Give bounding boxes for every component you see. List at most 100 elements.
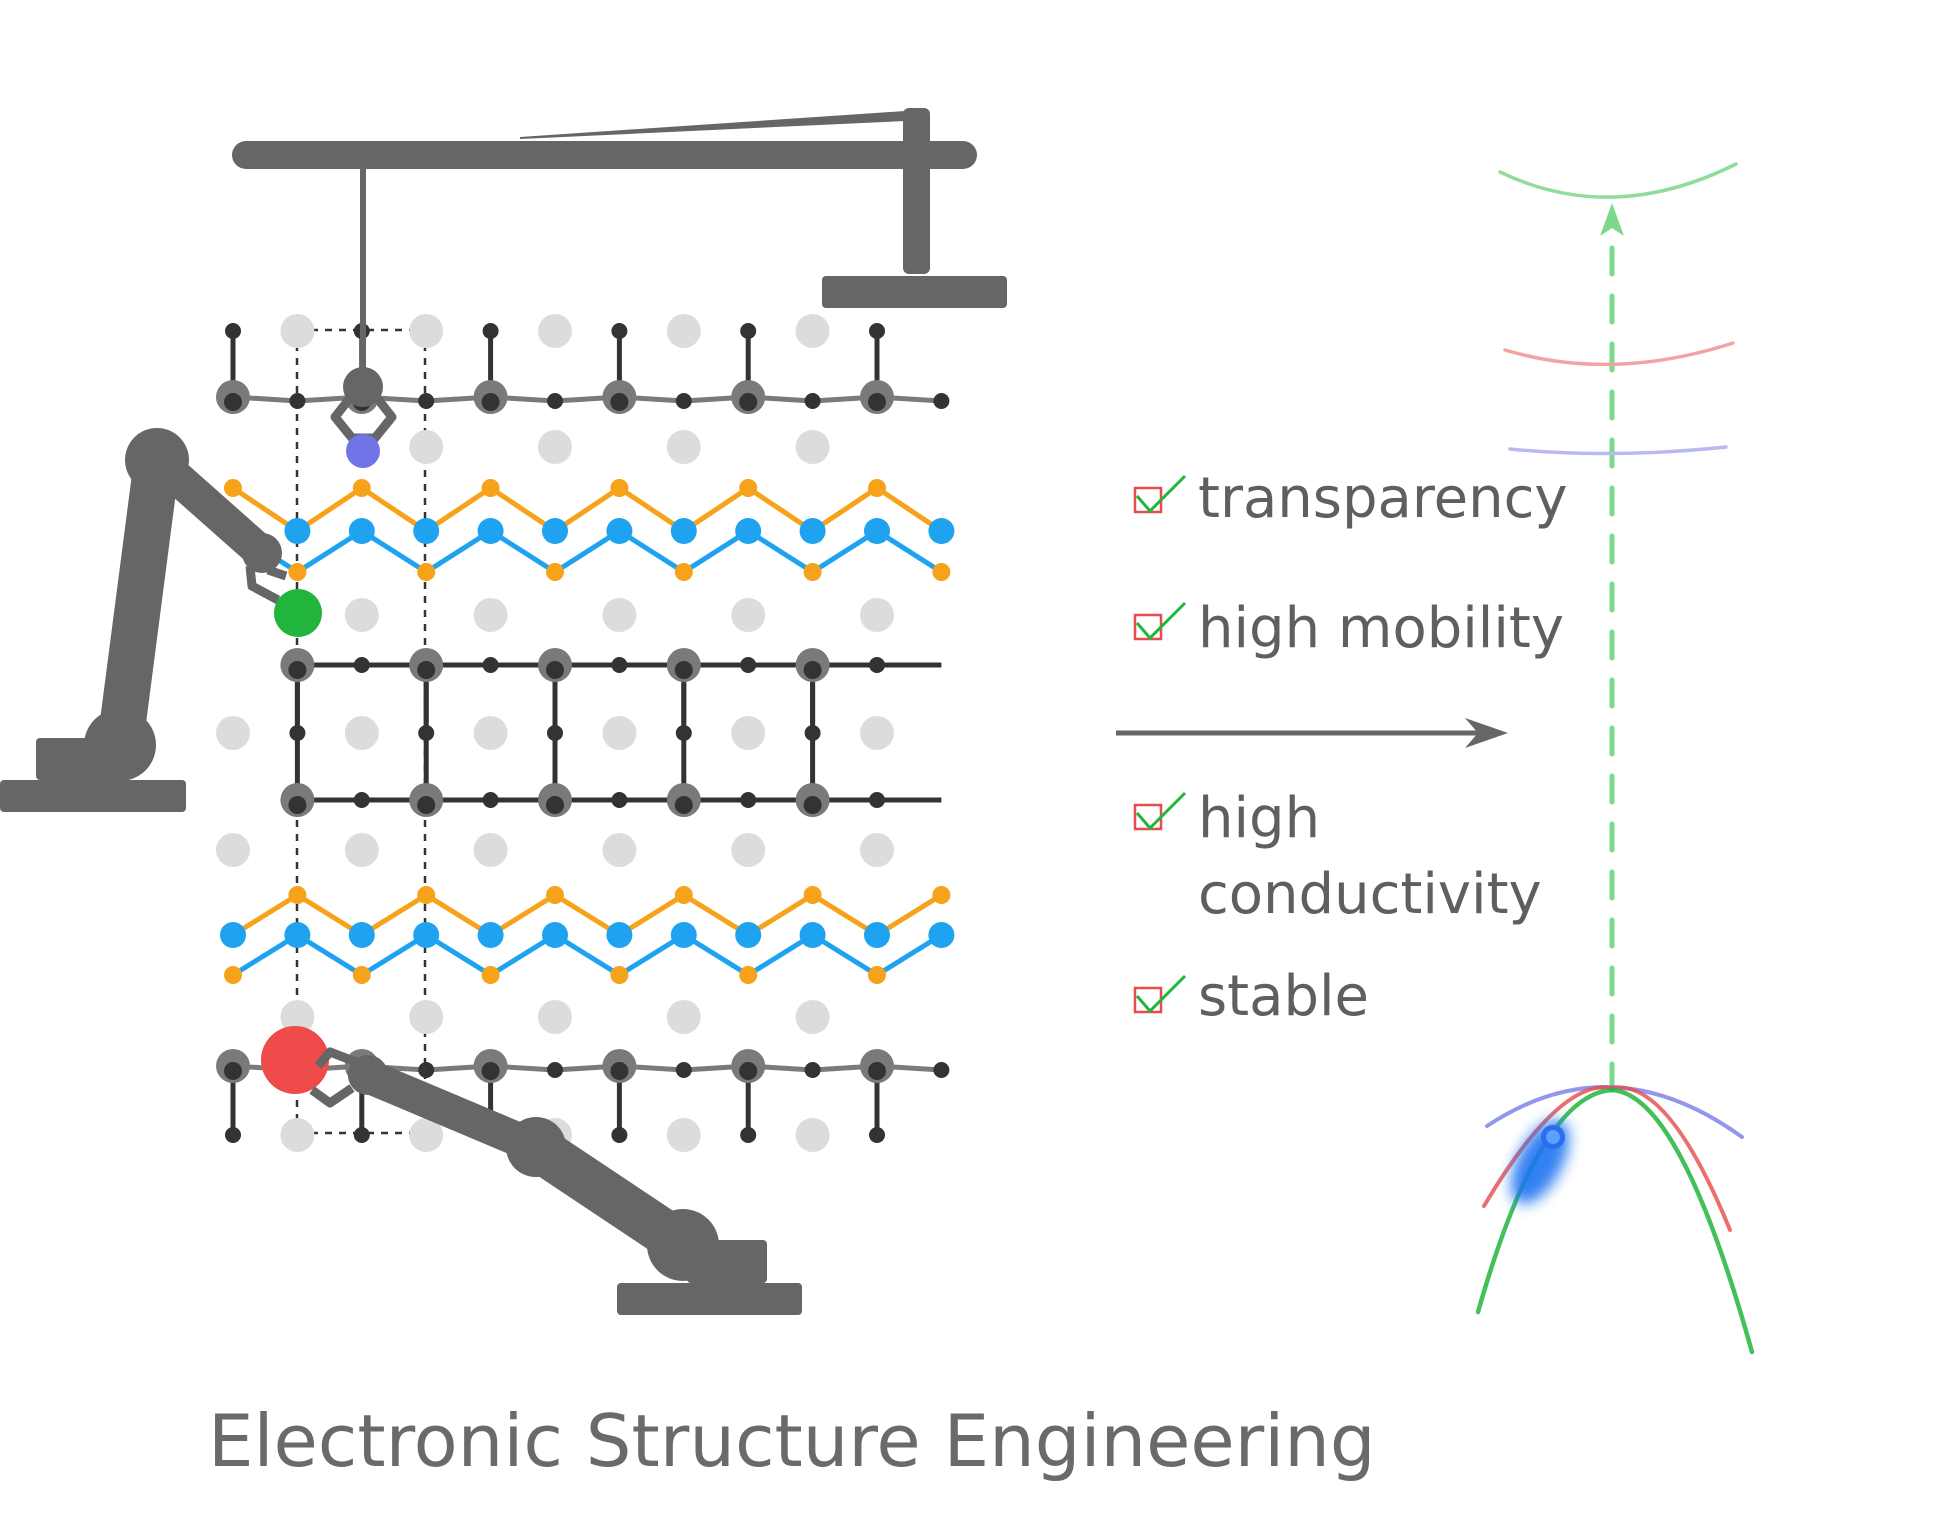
atom-blue [284,518,311,544]
atom-orange [352,479,371,497]
atom-blue [348,518,375,544]
atom-blue [348,922,375,948]
robot-arm-icon [0,428,288,812]
property-stable: stable [1133,964,1369,1029]
hole-carrier [1510,1120,1570,1204]
interlayer-atom [602,833,637,867]
atom-inner [288,796,307,814]
atom-inner [868,393,886,411]
atom-small [611,657,628,673]
robot-arm-icon [309,1047,802,1315]
atom-blue [477,922,504,948]
atom-blue [928,518,955,544]
layer-atoms [216,323,955,1143]
atom-blue [864,922,890,948]
conduction-band-red [1503,341,1735,367]
atom-orange [417,886,436,904]
interlayer-atom [731,598,766,632]
atom-orange [739,479,758,497]
atom-orange [288,563,307,581]
atom-small [482,323,499,339]
atom-small [289,393,306,409]
atom-small [804,725,821,741]
atom-inner [803,661,822,679]
atom-blue [735,518,762,544]
atom-blue [220,922,246,948]
atom-inner [739,393,758,411]
atom-small [804,393,821,409]
atom-orange [610,479,629,497]
bonds [230,331,943,1135]
check-icon [1135,474,1187,514]
atom-small [418,725,435,741]
interlayer-atom [795,1118,830,1152]
arrow-right-icon [1116,718,1508,748]
arrow-up-icon [1600,203,1624,236]
dopant-atom-green [274,589,322,637]
interlayer-atom [344,598,379,632]
interlayer-atom [538,314,572,348]
atom-orange [481,479,500,497]
atom-blue [606,518,633,544]
interlayer-atom [795,1000,830,1034]
atom-small [289,725,306,741]
check-icon [1135,601,1187,641]
check-icon [1135,791,1187,831]
dopant-atom-red [261,1026,329,1094]
interlayer-atom [666,314,701,348]
property-label: high mobility [1198,596,1564,661]
atom-orange [546,563,564,581]
crystal-lattice [216,314,955,1152]
interlayer-atom [473,598,508,632]
interlayer-atom [666,1000,701,1034]
atom-small [740,792,757,808]
atom-inner [417,796,436,814]
check-icon [1135,974,1187,1014]
atom-orange [288,886,307,904]
interlayer-atom [795,314,830,348]
atom-small [740,657,757,673]
property-label-line2: conductivity [1198,862,1542,927]
atom-orange [674,886,693,904]
interlayer-atom [216,716,250,750]
interlayer-atom [409,314,444,348]
interlayer-atom [280,314,315,348]
atom-blue [477,518,504,544]
interlayer-atoms [216,314,894,1152]
interlayer-atom [216,833,250,867]
interlayer-atom [280,1000,315,1034]
interlayer-atom [409,1118,444,1152]
atom-orange [868,966,886,984]
atom-inner [739,1062,758,1080]
interlayer-atom [666,1118,701,1152]
atom-small [869,323,885,339]
valence-band-green [1475,1087,1755,1355]
atom-small [418,1062,435,1078]
interlayer-atom [538,1000,572,1034]
atom-orange [932,563,951,581]
atom-inner [803,796,822,814]
atom-blue [284,922,311,948]
atom-inner [546,661,564,679]
atom-small [418,393,435,409]
atom-small [933,1062,950,1078]
atom-blue [606,922,633,948]
atom-small [482,657,499,673]
interlayer-atom [280,1118,315,1152]
atom-small [675,725,692,741]
conduction-band-blue [1508,445,1728,456]
interlayer-atom [344,833,379,867]
atom-small [933,393,950,409]
atom-orange [481,966,500,984]
atom-blue [542,518,568,544]
atom-inner [288,661,307,679]
atom-inner [610,1062,629,1080]
interlayer-atom [602,716,637,750]
interlayer-atom [344,716,379,750]
atom-small [482,792,499,808]
band-structure [1475,162,1755,1355]
atom-blue [799,518,826,544]
atom-small [611,323,628,339]
interlayer-atom [409,430,444,464]
